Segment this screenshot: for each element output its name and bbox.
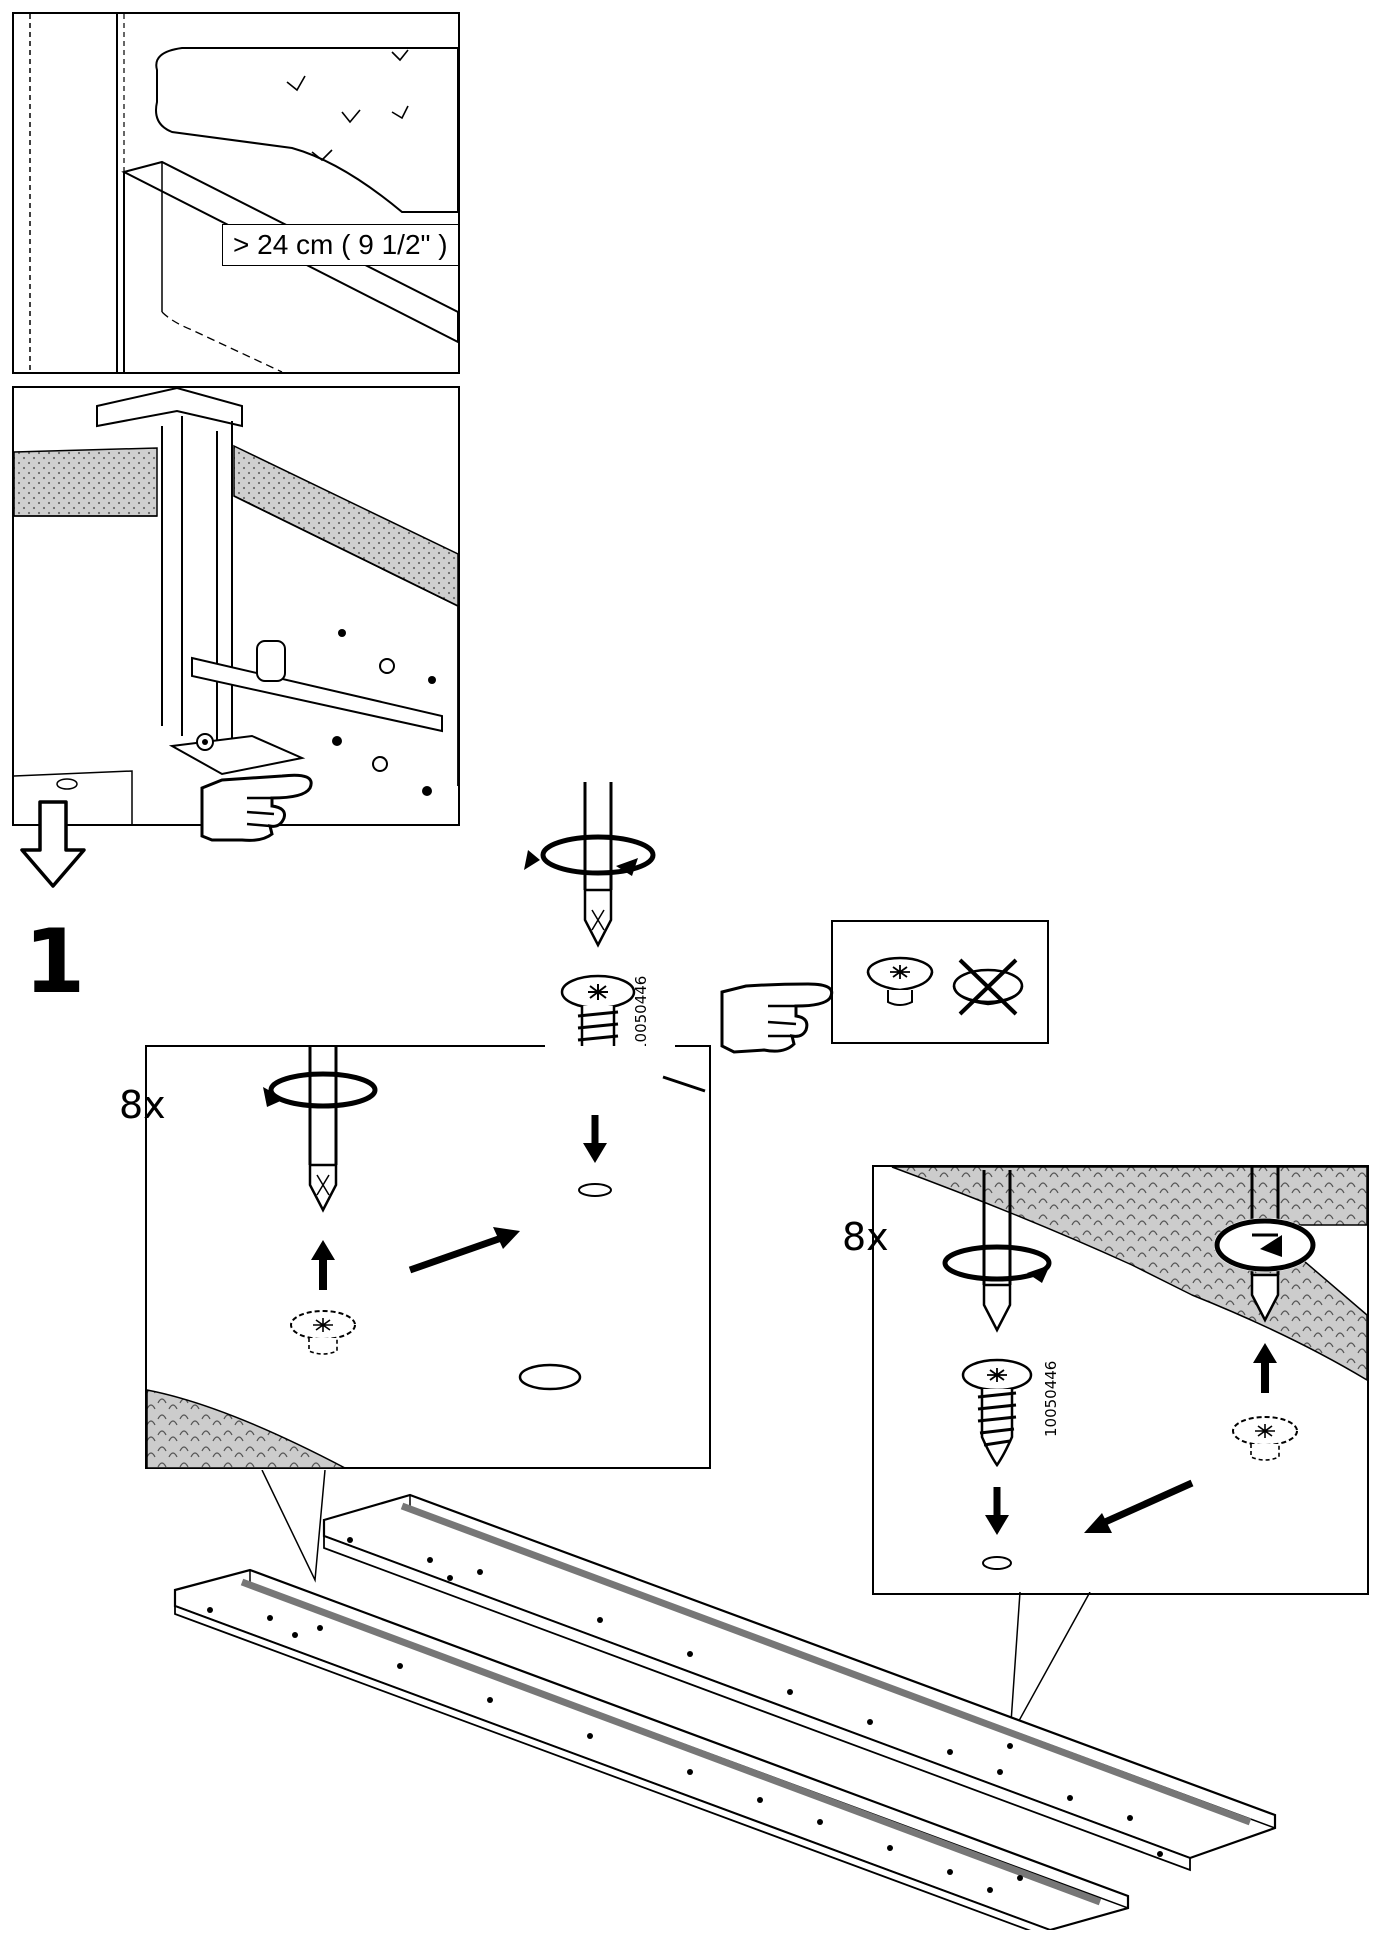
bed-leg-detail-illustration: [12, 386, 460, 826]
cap-icon: [866, 956, 934, 1006]
left-detail-panel: 8x: [119, 1045, 712, 1470]
clearance-dimension-label: > 24 cm ( 9 1/2" ): [222, 224, 459, 266]
pointing-hand-icon: [720, 982, 834, 1054]
right-detail-quantity: 8x: [842, 1215, 889, 1259]
right-detail-panel: 8x 10050446: [842, 1165, 1369, 1595]
down-arrow-icon: [20, 800, 86, 888]
pointing-hand-icon: [200, 773, 313, 842]
forbidden-cap-icon: [952, 958, 1024, 1016]
rotation-arrow-icon: [1260, 1235, 1282, 1257]
left-detail-quantity: 8x: [119, 1083, 166, 1127]
main-screw-code: 10050446: [632, 975, 650, 1052]
rail-back: [322, 1493, 1277, 1872]
mattress-clearance-illustration: [12, 12, 460, 374]
mattress-clearance-panel: > 24 cm ( 9 1/2" ): [12, 12, 460, 374]
step-number: 1: [24, 910, 86, 1013]
rotation-arrow-icon: [616, 858, 638, 876]
left-callout-lines: [261, 1470, 326, 1583]
slat-rail-illustration: [173, 1493, 1277, 1930]
right-screw-code: 10050446: [1042, 1360, 1060, 1437]
bed-leg-detail-panel: [12, 386, 460, 842]
rotation-arrow-icon: [263, 1087, 285, 1107]
rotation-arrow-icon: [1027, 1265, 1050, 1283]
cap-info-panel: [720, 920, 1050, 1054]
rail-front: [173, 1568, 1130, 1930]
